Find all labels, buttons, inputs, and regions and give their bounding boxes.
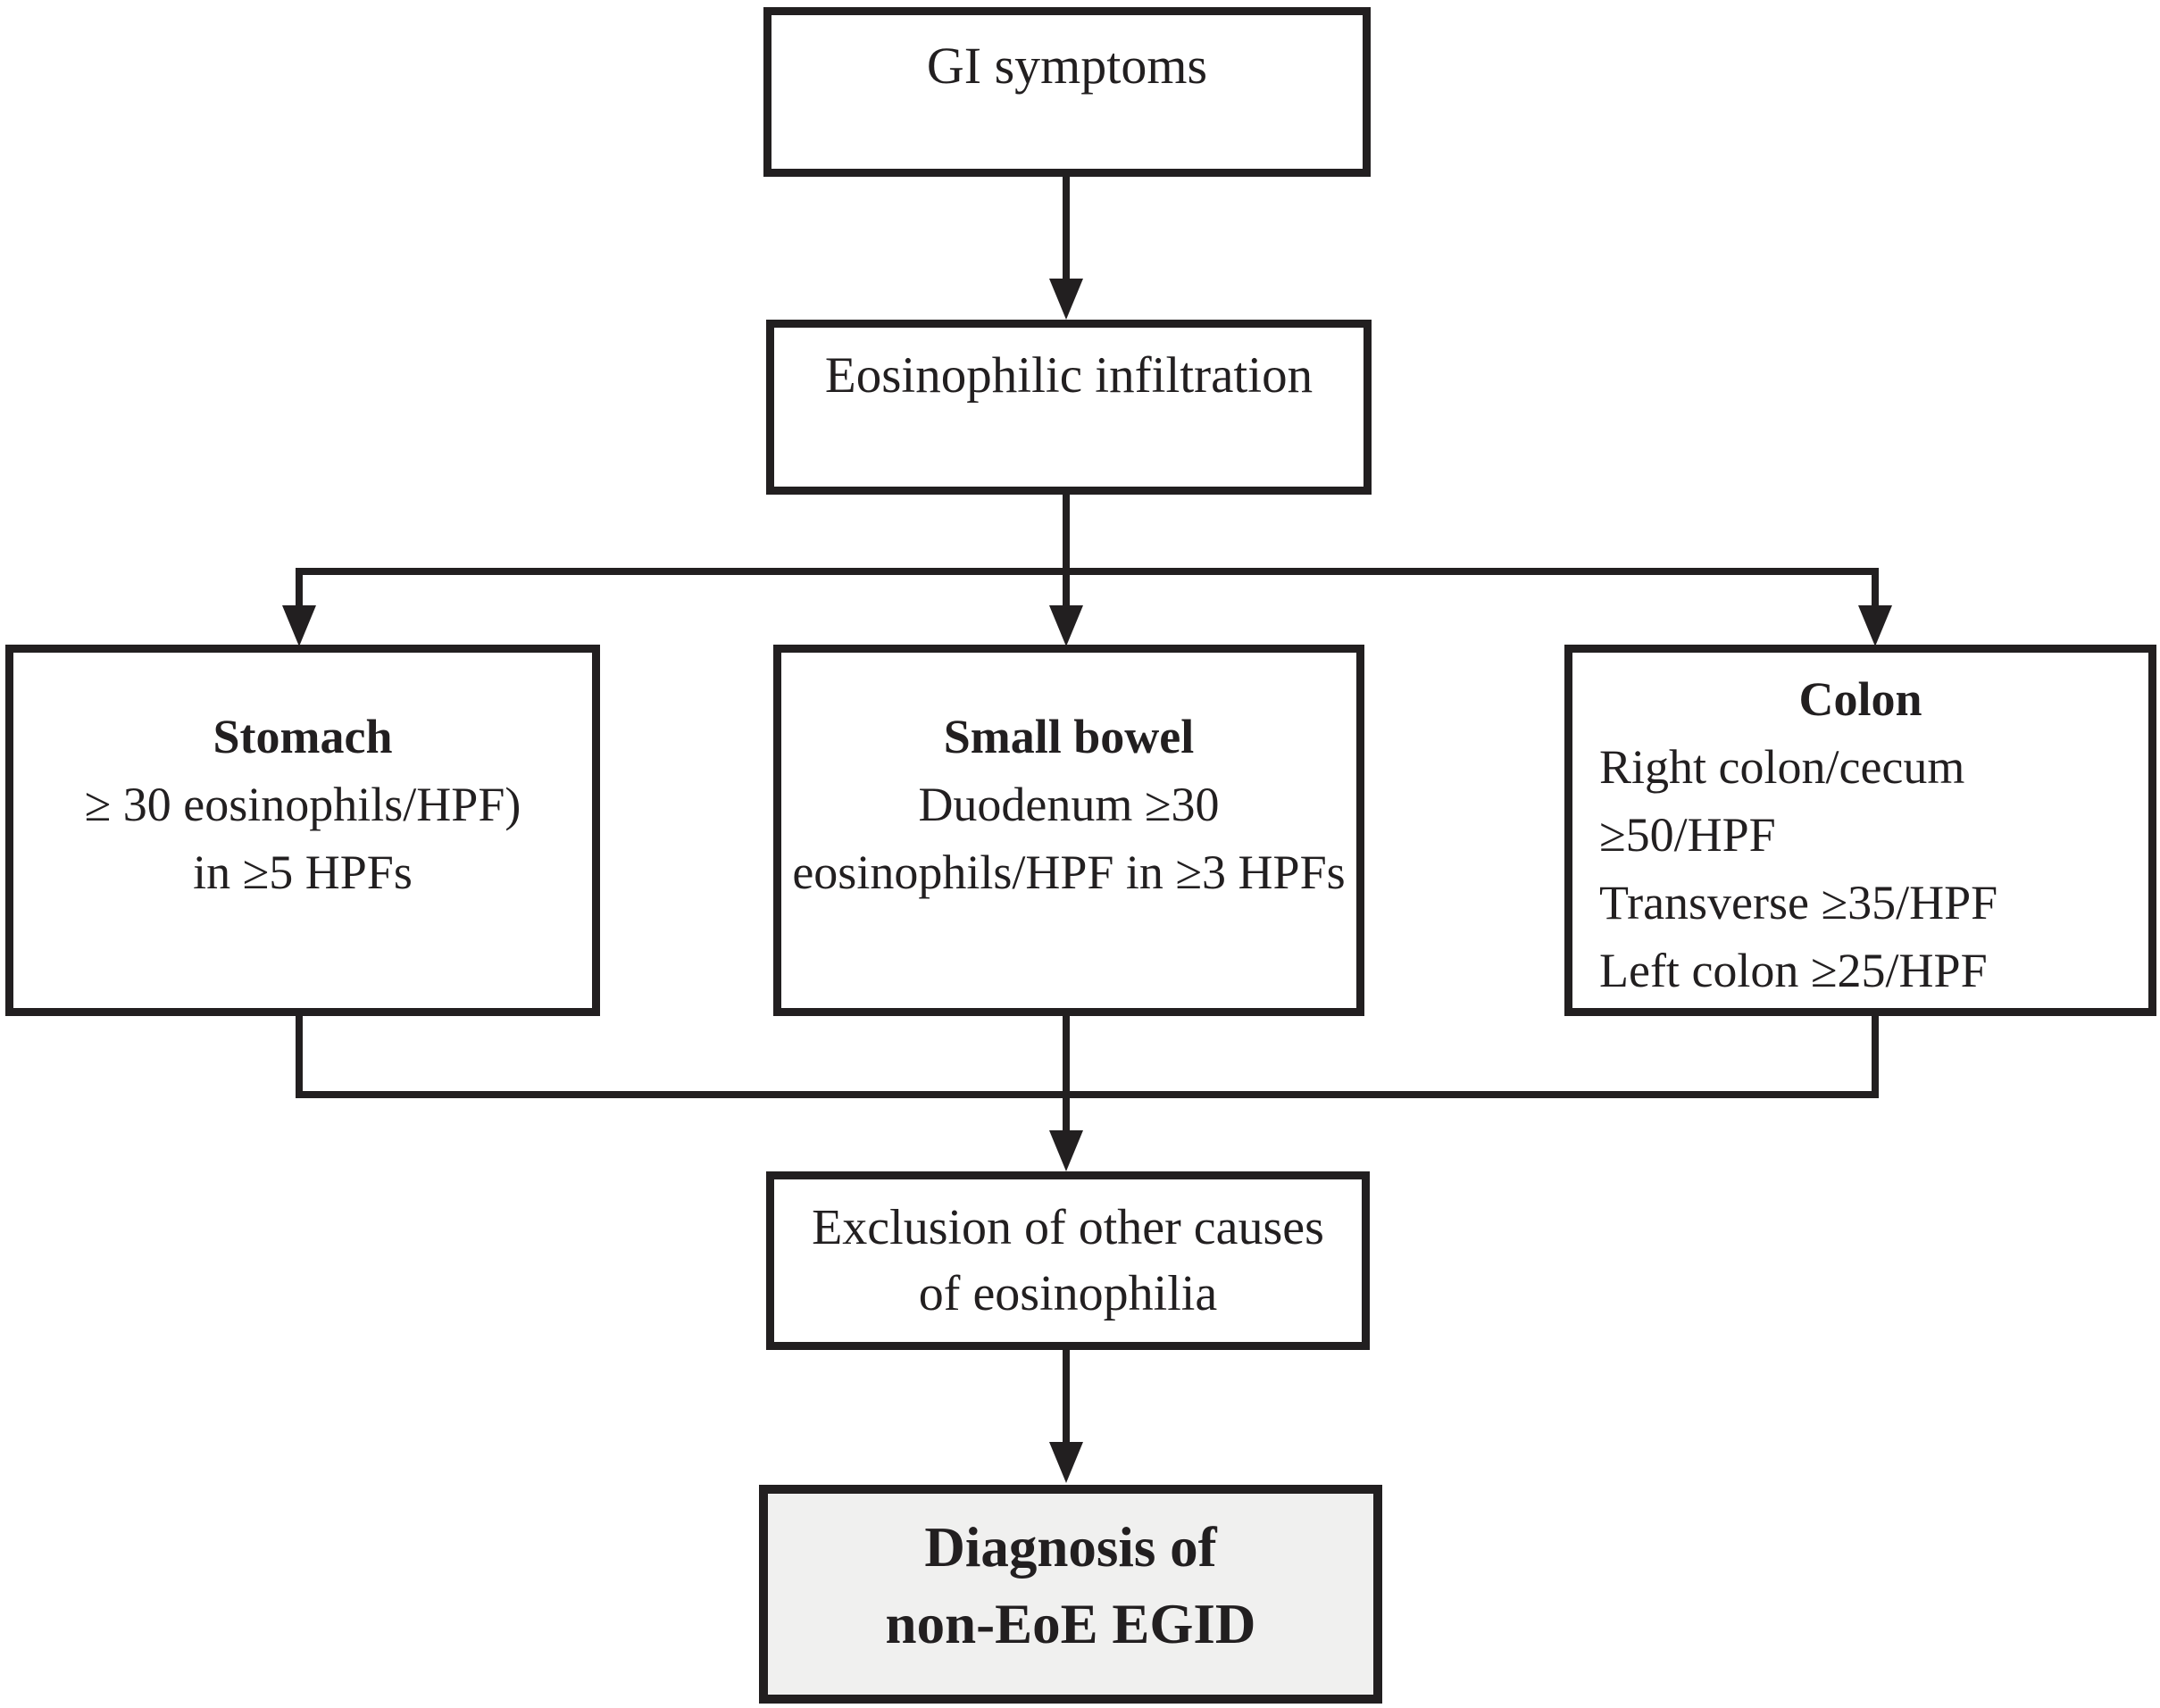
branch-line — [296, 568, 1879, 575]
node-eosinophilic-infiltration-label: Eosinophilic infiltration — [824, 347, 1314, 404]
arrow-merge-to-exclusion-head — [1049, 1130, 1083, 1171]
node-colon-criteria-line-3: Left colon ≥25/HPF — [1599, 944, 1988, 997]
arrow-branch-to-stomach-shaft — [296, 575, 303, 609]
node-colon-criteria-line-2: Transverse ≥35/HPF — [1599, 876, 1998, 929]
node-stomach-criteria-line-2: in ≥5 HPFs — [193, 846, 413, 899]
node-exclusion-line-1: Exclusion of other causes — [812, 1200, 1324, 1255]
arrow-branch-to-colon-shaft — [1872, 575, 1879, 609]
arrow-branch-to-small-bowel-head — [1049, 605, 1083, 646]
connector-colon-to-merge — [1872, 1014, 1879, 1098]
node-stomach: Stomach ≥ 30 eosinophils/HPF) in ≥5 HPFs — [5, 645, 600, 1016]
arrow-gi-to-eosinophilic-shaft — [1063, 175, 1070, 282]
node-colon-criteria-line-1: Right colon/cecum ≥50/HPF — [1599, 740, 1965, 862]
node-diagnosis-line-2: non-EoE EGID — [885, 1592, 1256, 1655]
node-diagnosis-non-eoe-egid: Diagnosis of non-EoE EGID — [759, 1485, 1382, 1704]
node-small-bowel-criteria-line-1: Duodenum ≥30 — [918, 778, 1220, 831]
node-small-bowel-title: Small bowel — [943, 710, 1195, 763]
node-colon: Colon Right colon/cecum ≥50/HPF Transver… — [1564, 645, 2156, 1016]
arrow-gi-to-eosinophilic-head — [1049, 279, 1083, 320]
arrow-exclusion-to-diagnosis-shaft — [1063, 1348, 1070, 1448]
arrow-exclusion-to-diagnosis-head — [1049, 1442, 1083, 1483]
connector-stomach-to-merge — [296, 1014, 303, 1098]
node-small-bowel-criteria-line-2: eosinophils/HPF in ≥3 HPFs — [792, 846, 1346, 899]
node-stomach-title: Stomach — [213, 710, 393, 763]
node-colon-criteria: Right colon/cecum ≥50/HPF Transverse ≥35… — [1572, 733, 2148, 1004]
merge-line — [296, 1091, 1879, 1098]
arrow-merge-to-exclusion-shaft — [1063, 1014, 1070, 1134]
node-colon-title: Colon — [1798, 672, 1922, 726]
node-gi-symptoms-label: GI symptoms — [926, 37, 1208, 95]
node-eosinophilic-infiltration: Eosinophilic infiltration — [766, 320, 1372, 495]
node-small-bowel: Small bowel Duodenum ≥30 eosinophils/HPF… — [773, 645, 1364, 1016]
node-gi-symptoms: GI symptoms — [763, 7, 1371, 177]
node-stomach-criteria-line-1: ≥ 30 eosinophils/HPF) — [84, 778, 521, 831]
node-exclusion-line-2: of eosinophilia — [918, 1266, 1218, 1321]
arrow-branch-to-colon-head — [1858, 605, 1892, 646]
arrow-branch-to-stomach-head — [282, 605, 316, 646]
connector-eosinophilic-to-branch — [1063, 493, 1070, 575]
arrow-branch-to-small-bowel-shaft — [1063, 575, 1070, 609]
node-diagnosis-line-1: Diagnosis of — [924, 1515, 1217, 1579]
node-exclusion-other-causes: Exclusion of other causes of eosinophili… — [766, 1171, 1370, 1350]
